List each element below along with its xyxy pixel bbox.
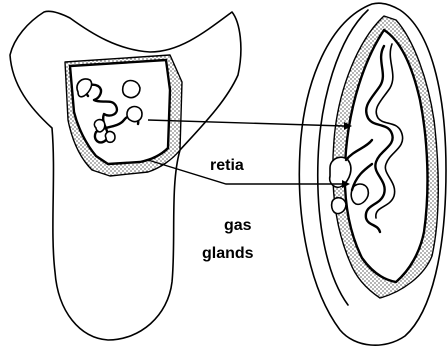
left-gland-loop-2 [123, 81, 140, 98]
left-gland-loop-3 [94, 120, 104, 132]
label-glands: glands [202, 245, 254, 262]
left-gland-loop-5 [105, 131, 115, 142]
label-gas: gas [224, 217, 252, 234]
right-gland-loop-3 [332, 198, 346, 214]
left-gland-loop-4 [127, 107, 142, 122]
left-specimen [10, 11, 241, 340]
right-specimen [299, 3, 446, 345]
label-retia: retia [210, 157, 244, 174]
